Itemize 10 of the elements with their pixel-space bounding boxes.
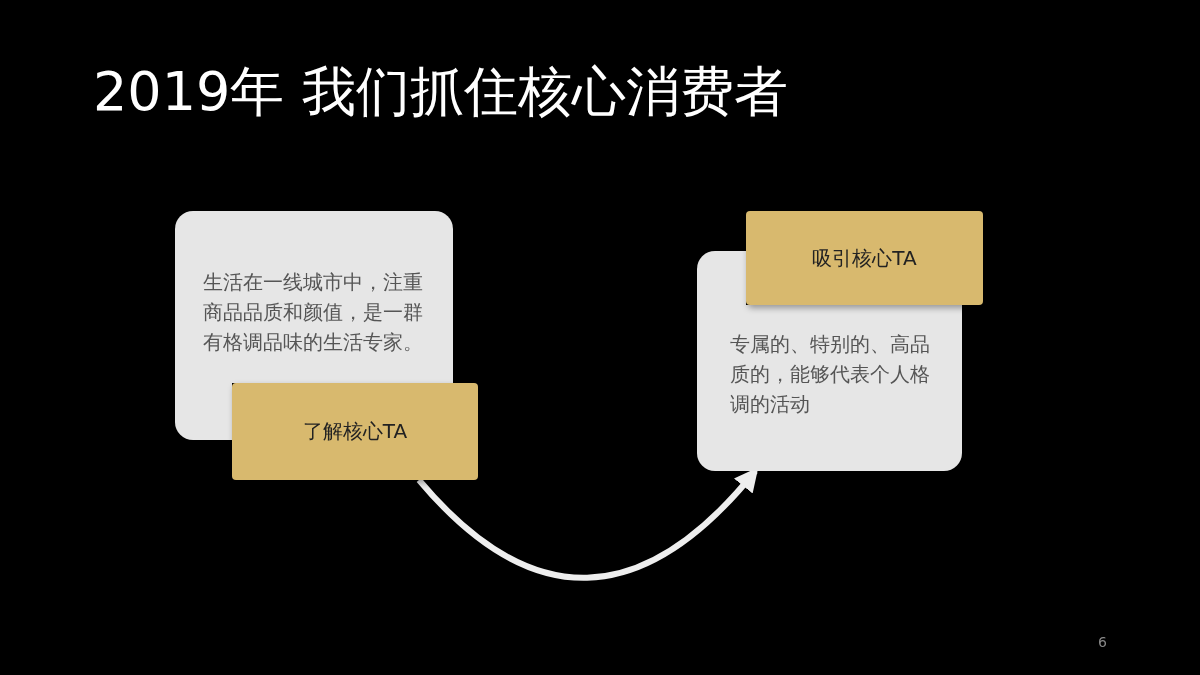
text-card	[175, 211, 453, 383]
heading-box	[746, 211, 983, 305]
heading-text: 吸引核心TA	[812, 244, 917, 272]
heading-box	[232, 383, 478, 480]
page-number: 6	[1098, 634, 1107, 650]
heading-text: 了解核心TA	[302, 418, 408, 445]
description-text: 专属的、特别的、高品质的，能够代表个人格调的活动	[730, 331, 931, 418]
text-card	[697, 305, 962, 471]
description-text: 生活在一线城市中，注重商品品质和颜值，是一群有格调品味的生活专家。	[203, 269, 424, 356]
title: 2019年 我们抓住核心消费者	[93, 60, 788, 124]
